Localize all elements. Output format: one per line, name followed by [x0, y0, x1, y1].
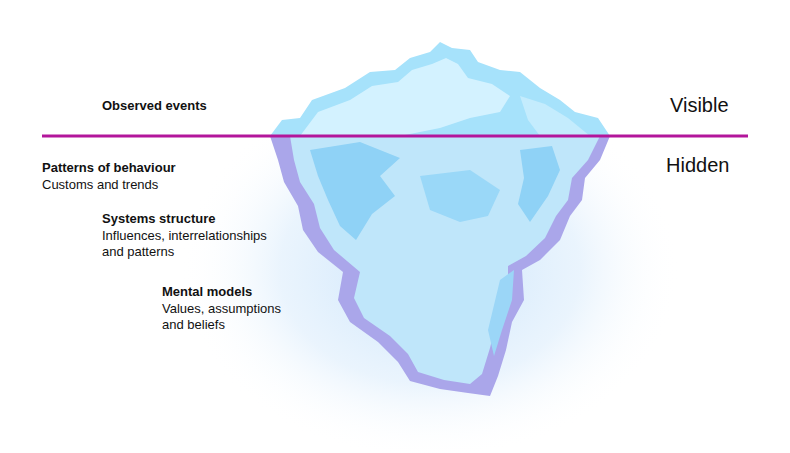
level-heading: Observed events: [102, 98, 322, 114]
iceberg-underwater-edge: [270, 136, 610, 396]
level-heading: Mental models: [162, 284, 322, 300]
iceberg-patch: [420, 170, 500, 222]
iceberg-highlight: [520, 96, 590, 136]
level-heading: Patterns of behaviour: [42, 160, 262, 176]
waterline: [42, 135, 748, 138]
iceberg-highlight: [300, 58, 510, 136]
level-description: Customs and trends: [42, 177, 262, 193]
zone-label: Hidden: [666, 153, 776, 178]
level-description: Values, assumptions and beliefs: [162, 301, 300, 334]
iceberg-patch: [310, 142, 400, 240]
iceberg-underwater-body: [290, 136, 600, 384]
iceberg-patch: [488, 270, 514, 356]
zone-label: Visible: [670, 93, 780, 118]
level-description: Influences, interrelationships and patte…: [102, 228, 290, 261]
iceberg-patch: [518, 146, 560, 222]
iceberg-above-water: [270, 42, 610, 136]
level-heading: Systems structure: [102, 211, 302, 227]
